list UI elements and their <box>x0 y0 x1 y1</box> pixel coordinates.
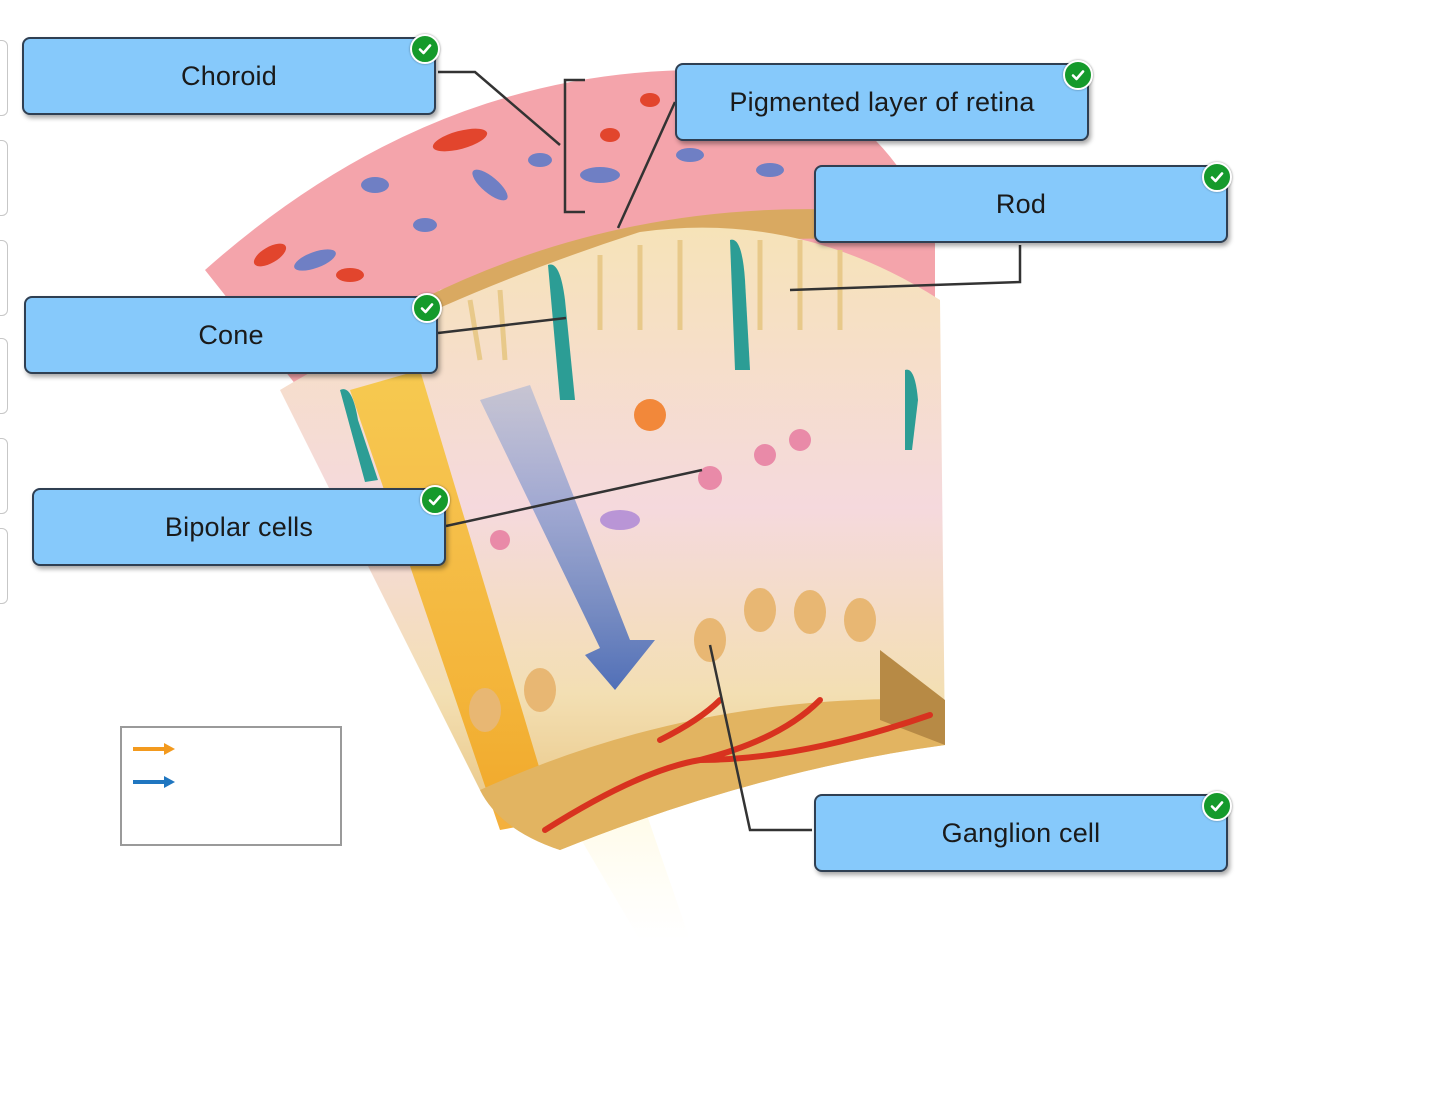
drag-slot-5[interactable] <box>0 438 8 514</box>
drag-slot-2[interactable] <box>0 140 8 216</box>
label-rod[interactable]: Rod <box>814 162 1232 243</box>
label-choroid-text: Choroid <box>181 60 277 91</box>
ganglion-cells-art <box>469 510 876 732</box>
label-cone[interactable]: Cone <box>24 293 442 374</box>
check-icon <box>1202 162 1232 192</box>
bipolar-cells-art <box>490 399 811 550</box>
label-pigmented-text: Pigmented layer of retina <box>729 86 1035 117</box>
retina-wedge <box>280 227 945 850</box>
leader-lines <box>437 70 1022 832</box>
drag-slot-1[interactable] <box>0 40 8 116</box>
choroid-cells <box>253 93 784 282</box>
cut-band <box>350 370 555 830</box>
drag-slot-6[interactable] <box>0 528 8 604</box>
light-direction-arrow <box>480 385 655 690</box>
label-ganglion-text: Ganglion cell <box>941 817 1101 848</box>
check-icon <box>1063 60 1093 90</box>
label-pigmented-layer[interactable]: Pigmented layer of retina <box>675 60 1093 141</box>
check-icon <box>1202 791 1232 821</box>
check-icon <box>410 34 440 64</box>
label-bipolar-text: Bipolar cells <box>164 511 314 542</box>
drag-slot-3[interactable] <box>0 240 8 316</box>
label-choroid[interactable]: Choroid <box>22 34 440 115</box>
cone-cells <box>340 239 918 482</box>
check-icon <box>412 293 442 323</box>
orange-arrow-icon <box>133 743 175 755</box>
blood-vessels <box>542 697 933 833</box>
drag-slot-4[interactable] <box>0 338 8 414</box>
legend-box <box>120 726 342 846</box>
blue-arrow-icon <box>133 776 175 788</box>
label-bipolar-cells[interactable]: Bipolar cells <box>32 485 450 566</box>
label-rod-text: Rod <box>995 188 1047 219</box>
nerve-fiber-layer <box>480 699 945 850</box>
wedge-side <box>880 650 945 745</box>
check-icon <box>420 485 450 515</box>
label-cone-text: Cone <box>198 319 264 350</box>
label-ganglion-cell[interactable]: Ganglion cell <box>814 791 1232 872</box>
